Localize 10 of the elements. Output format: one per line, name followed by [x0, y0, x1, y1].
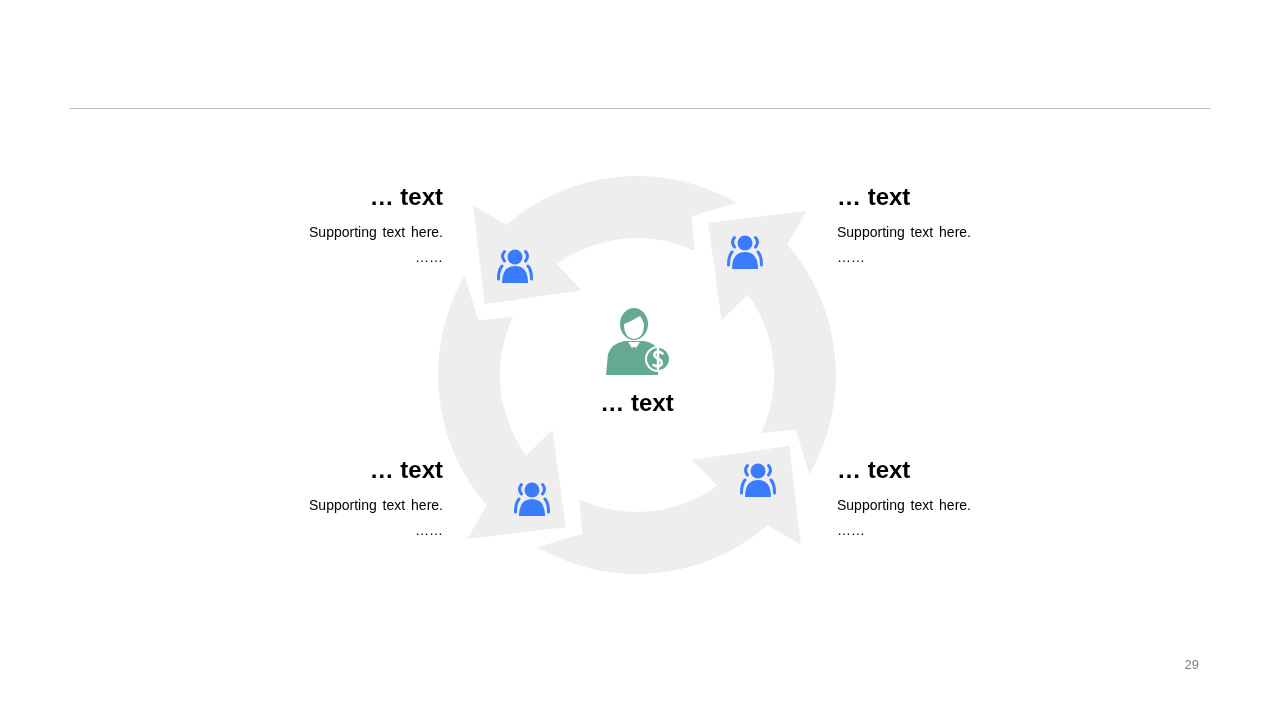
- supporting-text: Supporting text here. ……: [837, 496, 972, 540]
- supporting-text: Supporting text here. ……: [308, 496, 443, 540]
- page-number: 29: [1184, 657, 1199, 673]
- heading: … text: [837, 182, 911, 212]
- heading: … text: [600, 388, 674, 418]
- heading: … text: [369, 455, 443, 485]
- heading: … text: [837, 455, 911, 485]
- supporting-text: Supporting text here. ……: [308, 223, 443, 267]
- heading: … text: [369, 182, 443, 212]
- supporting-text: Supporting text here. ……: [837, 223, 972, 267]
